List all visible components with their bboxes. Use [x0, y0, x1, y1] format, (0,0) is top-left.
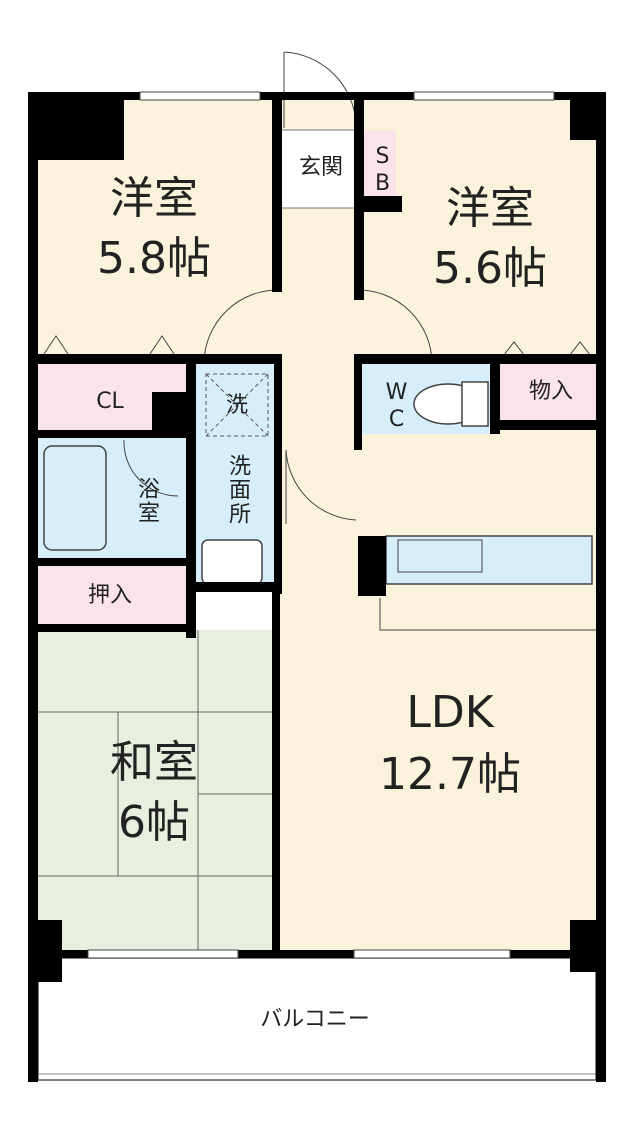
entrance-label: 玄関 — [298, 155, 343, 180]
japanese-room-name: 和室 — [110, 737, 198, 788]
balcony-area — [37, 957, 597, 1081]
western-room-2-size: 5.6帖 — [433, 243, 547, 294]
tatami-lines — [38, 630, 278, 958]
shoe-box-floor — [360, 130, 396, 208]
ldk-name: LDK — [406, 687, 494, 738]
washroom-label: 洗面所 — [225, 454, 250, 526]
washer-label: 洗 — [225, 393, 248, 418]
japanese-room-size: 6帖 — [118, 797, 190, 848]
shoe-box-label: SB — [370, 144, 395, 198]
walls — [28, 92, 606, 1082]
toilet-label: WC — [384, 380, 409, 434]
washer-pan — [205, 373, 269, 437]
balcony-label: バルコニー — [260, 1007, 370, 1032]
ldk-floor — [278, 430, 596, 958]
storage-label: 物入 — [528, 379, 573, 404]
oshiire-label: 押入 — [87, 583, 132, 608]
bathroom-label: 浴室 — [134, 477, 159, 525]
ldk-size: 12.7帖 — [379, 749, 521, 800]
closet-label: CL — [96, 389, 124, 414]
kitchen-post — [358, 536, 386, 596]
western-room-2-name: 洋室 — [446, 183, 534, 234]
washbasin — [201, 539, 263, 585]
bathtub — [43, 445, 107, 551]
western-room-2-floor — [358, 100, 596, 362]
oshiire-floor — [38, 564, 188, 630]
entrance-floor — [279, 129, 359, 209]
toilet-tank — [461, 381, 489, 427]
western-room-1-size: 5.8帖 — [97, 233, 211, 284]
windows — [87, 91, 555, 959]
western-room-1-name: 洋室 — [110, 173, 198, 224]
storage-floor — [500, 362, 596, 422]
